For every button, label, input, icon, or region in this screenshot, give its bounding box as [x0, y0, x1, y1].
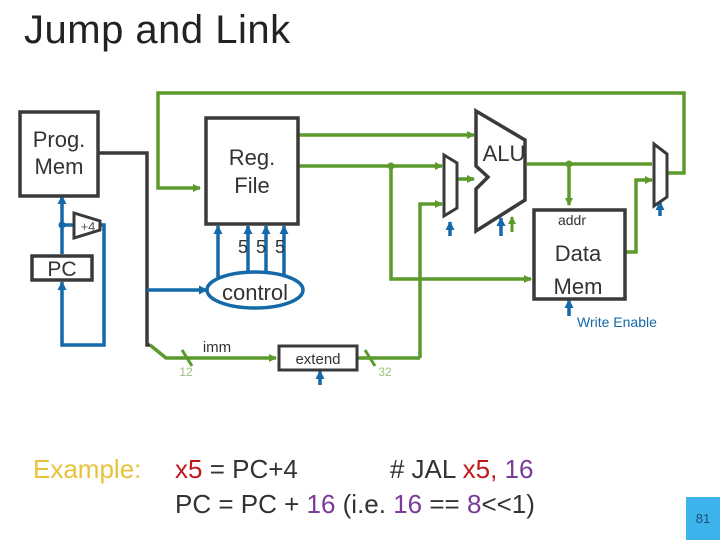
control-label: control — [222, 280, 288, 305]
example-text: == — [422, 489, 467, 519]
imm-label: imm — [203, 339, 231, 356]
extend-label: extend — [295, 351, 340, 368]
prog-mem-label-1: Prog. — [33, 127, 86, 152]
alu-label: ALU — [483, 141, 526, 166]
wire-imm-to-mux — [418, 200, 443, 358]
example-line-2: PC = PC + 16 (i.e. 16 == 8<<1) — [175, 489, 535, 520]
wire-writeback — [156, 91, 686, 192]
bitwidth-ticks — [180, 349, 377, 367]
example-imm: 16 — [306, 489, 336, 519]
reg-select-width: 5 — [256, 237, 266, 257]
writeback-mux — [652, 140, 669, 209]
slide-title: Jump and Link — [24, 8, 291, 52]
prog-mem: Prog. Mem — [18, 110, 100, 198]
example-comment-imm: 16 — [497, 454, 534, 484]
adder-label: +4 — [81, 219, 96, 234]
wire-adder-loop — [57, 223, 106, 347]
example-label: Example: — [33, 454, 142, 484]
extend-unit: extend — [277, 344, 359, 372]
reg-select-width: 5 — [275, 237, 285, 257]
adder-plus4: +4 — [72, 210, 102, 241]
example-imm: 16 — [393, 489, 423, 519]
imm-width-label: 12 — [179, 365, 193, 379]
example-text: (i.e. — [335, 489, 394, 519]
wire-instruction-bus — [98, 151, 150, 347]
control-unit: control — [205, 270, 305, 310]
data-mem-label-2: Mem — [554, 274, 603, 299]
wire-datamem-to-mux — [625, 176, 653, 254]
example-comment-register: x5, — [462, 454, 498, 484]
data-mem: addr Data Mem — [532, 208, 627, 301]
prog-mem-label-2: Mem — [35, 154, 84, 179]
example-comment: # JAL — [389, 454, 463, 484]
wire-reg-b-to-datamem — [389, 166, 532, 283]
reg-select-width: 5 — [238, 237, 248, 257]
control-wires — [57, 195, 665, 385]
data-mem-label-1: Data — [555, 241, 602, 266]
reg-select-widths: 5 5 5 — [238, 237, 285, 257]
wire-imm — [148, 343, 277, 362]
datapath-wires — [148, 91, 686, 362]
reg-file-label-1: Reg. — [229, 145, 275, 170]
example-assign: = PC+4 — [202, 454, 298, 484]
addr-label: addr — [558, 212, 586, 228]
reg-file: Reg. File — [204, 116, 300, 226]
junction-dots — [387, 160, 573, 170]
alu: ALU — [474, 107, 527, 235]
pc-register: PC — [30, 254, 94, 282]
example-register: x5 — [175, 454, 203, 484]
example-line-1: x5 = PC+4 # JAL x5, 16 — [175, 454, 533, 485]
pc-label: PC — [47, 258, 76, 281]
write-enable-label: Write Enable — [577, 314, 657, 330]
reg-file-label-2: File — [234, 173, 269, 198]
alu-src-mux — [442, 152, 459, 219]
example-imm: 8 — [466, 489, 482, 519]
example-pc-update: PC = PC + — [175, 489, 307, 519]
page-number-badge: 81 — [686, 497, 720, 540]
extended-width-label: 32 — [378, 365, 392, 379]
example-text: <<1) — [481, 489, 535, 519]
